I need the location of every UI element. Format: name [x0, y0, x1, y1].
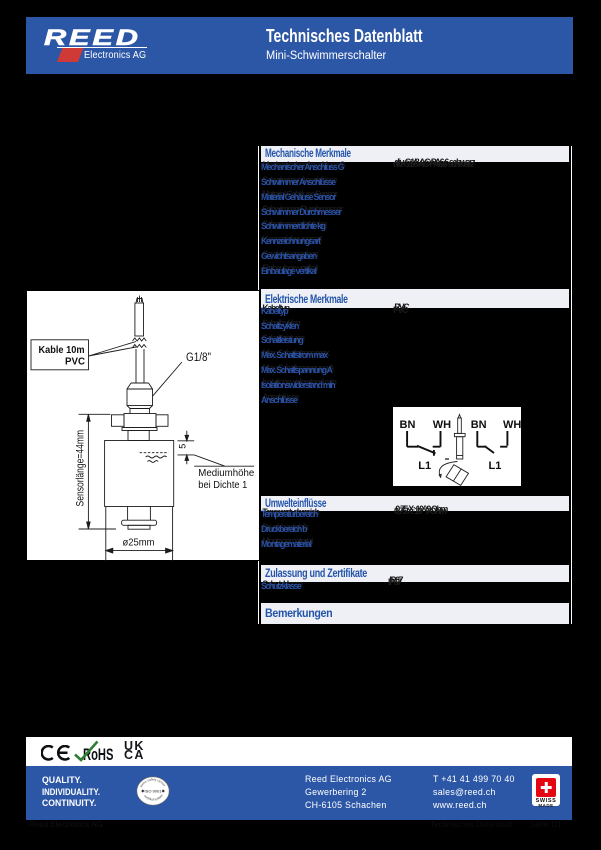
svg-text:L1: L1 [418, 460, 431, 472]
svg-text:Mediumhöhe: Mediumhöhe [198, 467, 254, 479]
svg-text:5: 5 [178, 444, 188, 449]
svg-text:G1/8": G1/8" [186, 352, 211, 364]
svg-text:ISO 9001: ISO 9001 [145, 788, 163, 793]
svg-text:Sensorlänge=44mm: Sensorlänge=44mm [74, 430, 86, 507]
svg-text:L1: L1 [488, 460, 501, 472]
svg-text:bei Dichte 1: bei Dichte 1 [198, 479, 247, 491]
svg-text:PVC: PVC [65, 356, 85, 367]
svg-text:BN: BN [399, 418, 415, 430]
svg-text:BN: BN [470, 418, 486, 430]
svg-text:ø25mm: ø25mm [123, 537, 155, 549]
svg-text:WH: WH [432, 418, 450, 430]
svg-text:WH: WH [503, 418, 521, 430]
svg-text:Kable 10m: Kable 10m [39, 345, 85, 356]
